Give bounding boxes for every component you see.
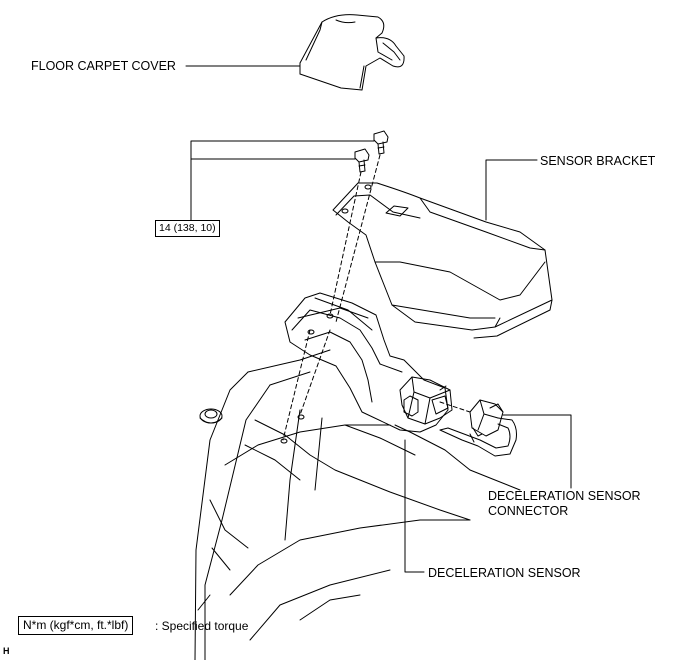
label-floor-carpet-cover: FLOOR CARPET COVER (31, 59, 176, 73)
label-sensor-bracket: SENSOR BRACKET (540, 154, 656, 168)
floor-grommet (199, 408, 223, 424)
floor-mounting-bracket (284, 292, 449, 433)
torque-spec-box: 14 (138, 10) (155, 220, 220, 237)
leader-line-sensor-bracket (485, 159, 538, 221)
torque-unit-legend-box: N*m (kgf*cm, ft.*lbf) (18, 616, 134, 635)
figure-code: H (3, 646, 10, 656)
torque-legend-description: : Specified torque (155, 619, 249, 633)
label-deceleration-sensor-connector-line2: CONNECTOR (488, 504, 569, 518)
sensor-bracket-part (332, 182, 553, 339)
deceleration-sensor-connector-part (439, 399, 517, 457)
floor-carpet-cover-part (299, 14, 405, 91)
bolt-lower (354, 148, 370, 173)
alignment-dashed-lines (282, 154, 471, 441)
leader-line-deceleration-sensor (404, 439, 425, 573)
deceleration-sensor-part (399, 376, 453, 425)
floor-panel-outline (194, 349, 521, 660)
torque-bracket-line (190, 140, 375, 221)
leader-line-connector (502, 414, 572, 489)
bolt-upper (373, 130, 389, 155)
label-deceleration-sensor: DECELERATION SENSOR (428, 566, 581, 580)
label-deceleration-sensor-connector-line1: DECELERATION SENSOR (488, 489, 641, 503)
